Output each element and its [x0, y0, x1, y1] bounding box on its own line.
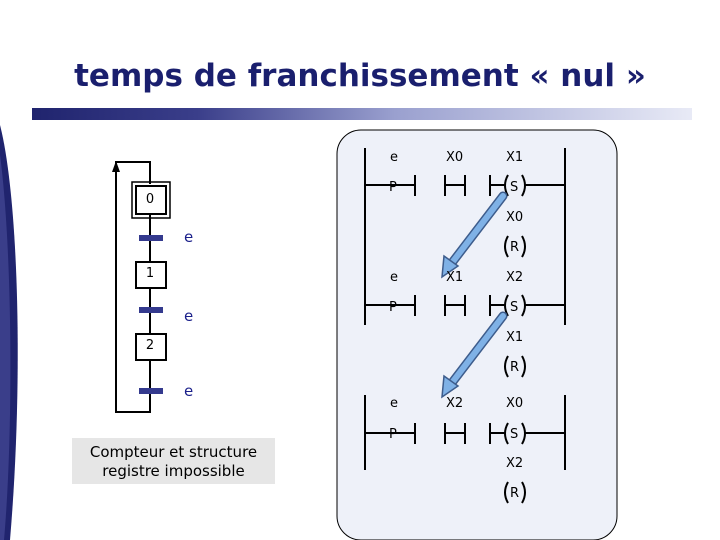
rung-1-reset-target: X0: [506, 210, 524, 225]
caption-box: Compteur et structure registre impossibl…: [72, 438, 275, 484]
transition-2-label: e: [184, 307, 194, 325]
rung-2-input: P: [389, 300, 397, 315]
title-underline-bar: [32, 108, 692, 120]
rung-3-contact-b: X0: [506, 396, 524, 411]
step-1-box: [135, 261, 167, 289]
rung-1-reset-coil: R: [510, 240, 520, 255]
step-0-box: [135, 185, 167, 215]
transition-3-label: e: [184, 382, 194, 400]
rung-2-contact-b: X2: [506, 270, 524, 285]
rung-2-reset-coil: R: [510, 360, 520, 375]
rung-3-contact-a: X2: [446, 396, 464, 411]
transition-1-label: e: [184, 228, 194, 246]
rung-2-condition: e: [390, 270, 398, 285]
rung-3-condition: e: [390, 396, 398, 411]
caption-line-1: Compteur et structure: [89, 443, 258, 461]
step-1-label: 1: [145, 266, 155, 281]
rung-2-contact-a: X1: [446, 270, 464, 285]
rung-1-condition: e: [390, 150, 398, 165]
step-0-label: 0: [145, 192, 155, 207]
rung-1-input: P: [389, 180, 397, 195]
ladder-panel: [336, 129, 618, 540]
step-2-label: 2: [145, 338, 155, 353]
page-title: temps de franchissement « nul »: [74, 58, 646, 94]
rung-3-set-coil: S: [510, 427, 519, 442]
transition-bar-3: [139, 388, 163, 394]
arrow-rung1-to-rung2: [441, 191, 508, 279]
step-0-inner-box: [131, 181, 171, 219]
step-2-box: [135, 333, 167, 361]
rung-3-input: P: [389, 427, 397, 442]
left-decoration: [0, 125, 18, 540]
rung-1-contact-a: X0: [446, 150, 464, 165]
caption-line-2: registre impossible: [102, 462, 245, 480]
rung-3-reset-coil: R: [510, 486, 520, 501]
arrow-rung2-to-rung3: [441, 311, 508, 399]
rung-2-reset-target: X1: [506, 330, 524, 345]
rung-1-contact-b: X1: [506, 150, 524, 165]
rung-2-set-coil: S: [510, 300, 519, 315]
transition-bar-2: [139, 307, 163, 313]
rung-1-set-coil: S: [510, 180, 519, 195]
rung-3-reset-target: X2: [506, 456, 524, 471]
transition-bar-1: [139, 235, 163, 241]
